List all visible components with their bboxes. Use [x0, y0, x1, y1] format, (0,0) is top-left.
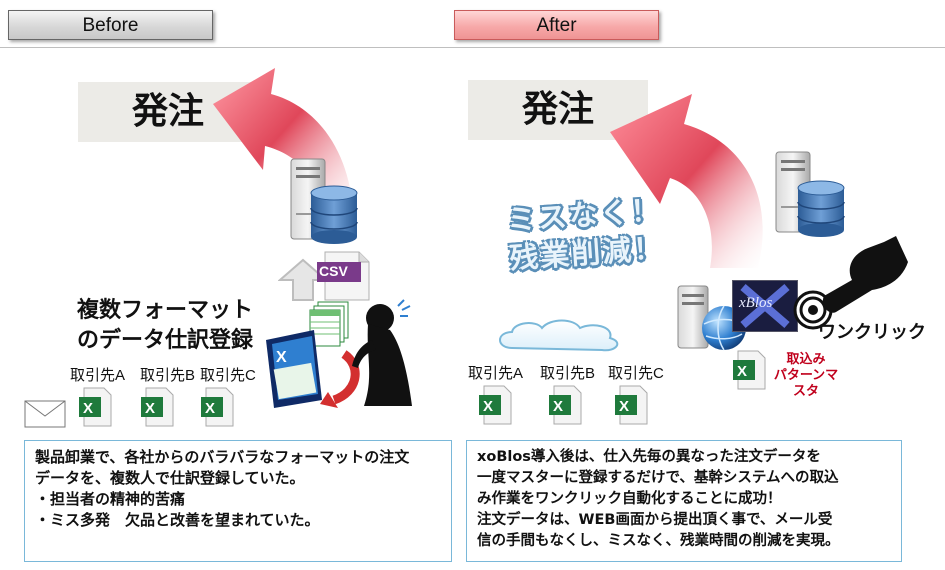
- mail-envelope-icon: [24, 400, 66, 428]
- server-db-before-icon: [290, 158, 358, 244]
- one-click-label: ワンクリック: [818, 322, 926, 343]
- svg-text:X: X: [737, 363, 747, 380]
- pattern-master-label: 取込み パターンマスタ: [773, 352, 839, 399]
- svg-text:X: X: [553, 398, 563, 415]
- svg-text:X: X: [619, 398, 629, 415]
- excel-file-c-before-icon: X: [200, 387, 234, 427]
- excel-file-c-after-icon: X: [614, 385, 648, 425]
- order-arrow-after-icon: [610, 94, 763, 268]
- svg-text:X: X: [483, 398, 493, 415]
- csv-label: CSV: [319, 263, 348, 279]
- after-description: xoBlos導入後は、仕入先毎の異なった注文データを 一度マスターに登録するだけ…: [466, 440, 902, 562]
- supplier-label-c-after: 取引先C: [608, 365, 664, 382]
- excel-file-a-before-icon: X: [78, 387, 112, 427]
- csv-file-icon: CSV: [315, 250, 371, 302]
- server-db-after-icon: [775, 151, 845, 237]
- tab-after[interactable]: After: [454, 10, 659, 40]
- excel-file-a-after-icon: X: [478, 385, 512, 425]
- multi-format-heading: 複数フォーマット のデータ仕訳登録: [76, 298, 253, 353]
- slogan-text: ミスなく！ 残業削減！: [505, 192, 666, 276]
- svg-text:X: X: [145, 400, 155, 417]
- svg-text:X: X: [276, 349, 287, 366]
- pointing-hand-icon: [822, 236, 908, 313]
- cloud-icon: [499, 319, 619, 352]
- worker-at-computer-icon: X: [266, 299, 412, 408]
- excel-pattern-master-icon: X: [732, 350, 766, 390]
- supplier-label-c-before: 取引先C: [200, 367, 256, 384]
- supplier-label-a-after: 取引先A: [468, 365, 524, 382]
- tab-before[interactable]: Before: [8, 10, 213, 40]
- excel-file-b-after-icon: X: [548, 385, 582, 425]
- supplier-label-b-before: 取引先B: [140, 367, 196, 384]
- header-divider: [0, 47, 945, 48]
- supplier-label-a-before: 取引先A: [70, 367, 126, 384]
- before-description: 製品卸業で、各社からのバラバラなフォーマットの注文 データを、複数人で仕訳登録し…: [24, 440, 452, 562]
- excel-file-b-before-icon: X: [140, 387, 174, 427]
- svg-text:X: X: [205, 400, 215, 417]
- order-label-after: 発注: [468, 80, 648, 140]
- svg-text:X: X: [83, 400, 93, 417]
- supplier-label-b-after: 取引先B: [540, 365, 596, 382]
- xblos-logo: xBlos: [732, 280, 798, 332]
